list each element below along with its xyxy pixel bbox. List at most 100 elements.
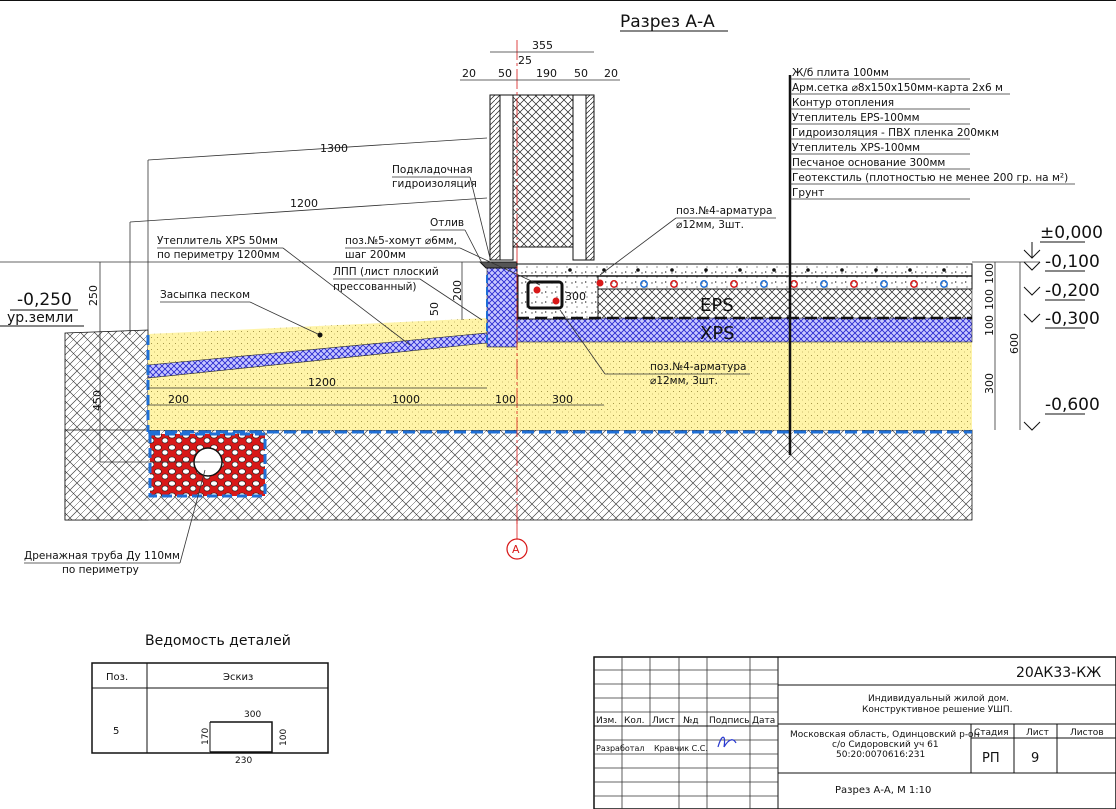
signature — [717, 736, 737, 748]
dim-50-v: 50 — [428, 302, 441, 316]
section-title: Разрез А-А — [620, 12, 715, 32]
axis-label: А — [512, 543, 520, 556]
mesh-rebar — [568, 268, 572, 272]
dim-300: 300 — [552, 393, 573, 406]
sketch-300: 300 — [244, 710, 261, 720]
stirrup-sketch — [210, 721, 273, 753]
drip-flashing — [478, 261, 518, 269]
stamp-stadia-h: Стадия — [974, 728, 1009, 738]
callout-lpp-2: прессованный) — [333, 281, 417, 293]
sketch-170: 170 — [201, 728, 211, 745]
xps-edge — [486, 261, 518, 348]
stamp-author: Кравчик С.С. — [654, 744, 708, 753]
heating-pipes — [568, 268, 948, 288]
hdr-podp: Подпись — [709, 716, 749, 726]
level-m100: -0,100 — [1045, 252, 1100, 272]
stamp-address-2: с/о Сидоровский уч 61 — [832, 740, 939, 750]
callout-arm-bot-2: ⌀12мм, 3шт. — [650, 375, 718, 387]
hdr-list: Лист — [652, 716, 675, 726]
dim-355: 355 — [532, 39, 553, 52]
sketch-230: 230 — [235, 756, 252, 766]
mesh-rebar — [874, 268, 878, 272]
level-ground: -0,250 — [17, 290, 72, 310]
heating-pipe — [910, 280, 918, 288]
dim-250: 250 — [87, 285, 100, 306]
dim-200: 200 — [168, 393, 189, 406]
dim-200-v: 200 — [451, 280, 464, 301]
level-m300: -0,300 — [1045, 309, 1100, 329]
details-table — [91, 662, 329, 754]
level-m600: -0,600 — [1045, 395, 1100, 415]
layer-item: Геотекстиль (плотностью не менее 200 гр.… — [792, 172, 1068, 184]
dim-v100b: 100 — [983, 289, 996, 310]
layer-item: Утеплитель XPS-100мм — [792, 142, 920, 154]
axis-marker — [506, 538, 528, 560]
mesh-rebar — [670, 268, 674, 272]
mesh-rebar — [704, 268, 708, 272]
callout-hom-2: шаг 200мм — [345, 249, 406, 261]
ground-label: ур.земли — [7, 310, 73, 326]
mesh-rebar — [738, 268, 742, 272]
level-m200: -0,200 — [1045, 281, 1100, 301]
callout-hom-1: поз.№5-хомут ⌀6мм, — [345, 235, 457, 247]
heating-pipe — [670, 280, 678, 288]
stamp-code: 20АК33-КЖ — [1016, 665, 1101, 681]
stamp-listov-h: Листов — [1070, 728, 1104, 738]
dim-100: 100 — [495, 393, 516, 406]
hdr-kol: Кол. — [624, 716, 645, 726]
xps-layer — [516, 317, 973, 343]
callout-drain-1: Дренажная труба Ду 110мм — [24, 550, 180, 562]
callout-drain-2: по периметру — [62, 564, 139, 576]
layer-item: Песчаное основание 300мм — [792, 157, 945, 169]
wall-insulation — [512, 94, 574, 248]
layer-item: Гидроизоляция - ПВХ пленка 200мкм — [792, 127, 999, 139]
dim-190: 190 — [536, 67, 557, 80]
mesh-rebar — [942, 268, 946, 272]
dim-v300: 300 — [983, 373, 996, 394]
callout-podkl-2: гидроизоляция — [392, 178, 477, 190]
stamp-list-h: Лист — [1026, 728, 1049, 738]
callout-arm-top-2: ⌀12мм, 3шт. — [676, 219, 744, 231]
dim-20a: 20 — [462, 67, 476, 80]
callout-otliv: Отлив — [430, 217, 464, 229]
dim-1300: 1300 — [320, 142, 348, 155]
mesh-rebar — [908, 268, 912, 272]
callout-arm-top-1: поз.№4-арматура — [676, 205, 772, 217]
heating-pipe — [880, 280, 888, 288]
heating-pipe — [640, 280, 648, 288]
stamp-project-2: Конструктивное решение УШП. — [862, 705, 1013, 715]
stirrup — [526, 280, 564, 310]
dim-v100c: 100 — [983, 315, 996, 336]
title-block — [593, 656, 1116, 809]
callout-podkl-1: Подкладочная — [392, 164, 473, 176]
stamp-sheet-name: Разрез А-А, М 1:10 — [835, 785, 931, 796]
callout-zasypka: Засыпка песком — [160, 289, 250, 301]
mesh-rebar — [636, 268, 640, 272]
table-row-pos: 5 — [113, 726, 119, 737]
dim-25: 25 — [518, 54, 532, 67]
heating-pipe — [850, 280, 858, 288]
heating-pipe — [760, 280, 768, 288]
callout-lpp-1: ЛПП (лист плоский — [333, 266, 439, 278]
layer-item: Утеплитель EPS-100мм — [792, 112, 920, 124]
mesh-rebar — [806, 268, 810, 272]
dim-v600: 600 — [1008, 333, 1021, 354]
sand-backfill — [148, 318, 487, 430]
dim-1200-top: 1200 — [290, 197, 318, 210]
heating-pipe — [730, 280, 738, 288]
dim-beam-300: 300 — [565, 290, 586, 303]
hdr-data: Дата — [752, 716, 775, 726]
sketch-100: 100 — [279, 729, 289, 746]
callout-arm-bot-1: поз.№4-арматура — [650, 361, 746, 373]
heating-pipe — [610, 280, 618, 288]
mesh-rebar — [772, 268, 776, 272]
dim-v100a: 100 — [983, 263, 996, 284]
rebar-dots — [533, 279, 604, 305]
layer-item: Ж/б плита 100мм — [792, 67, 889, 79]
dim-450: 450 — [91, 390, 104, 411]
layer-item: Грунт — [792, 187, 824, 199]
stamp-address-1: Московская область, Одинцовский р-он — [790, 730, 980, 740]
xps-label: XPS — [700, 323, 735, 344]
